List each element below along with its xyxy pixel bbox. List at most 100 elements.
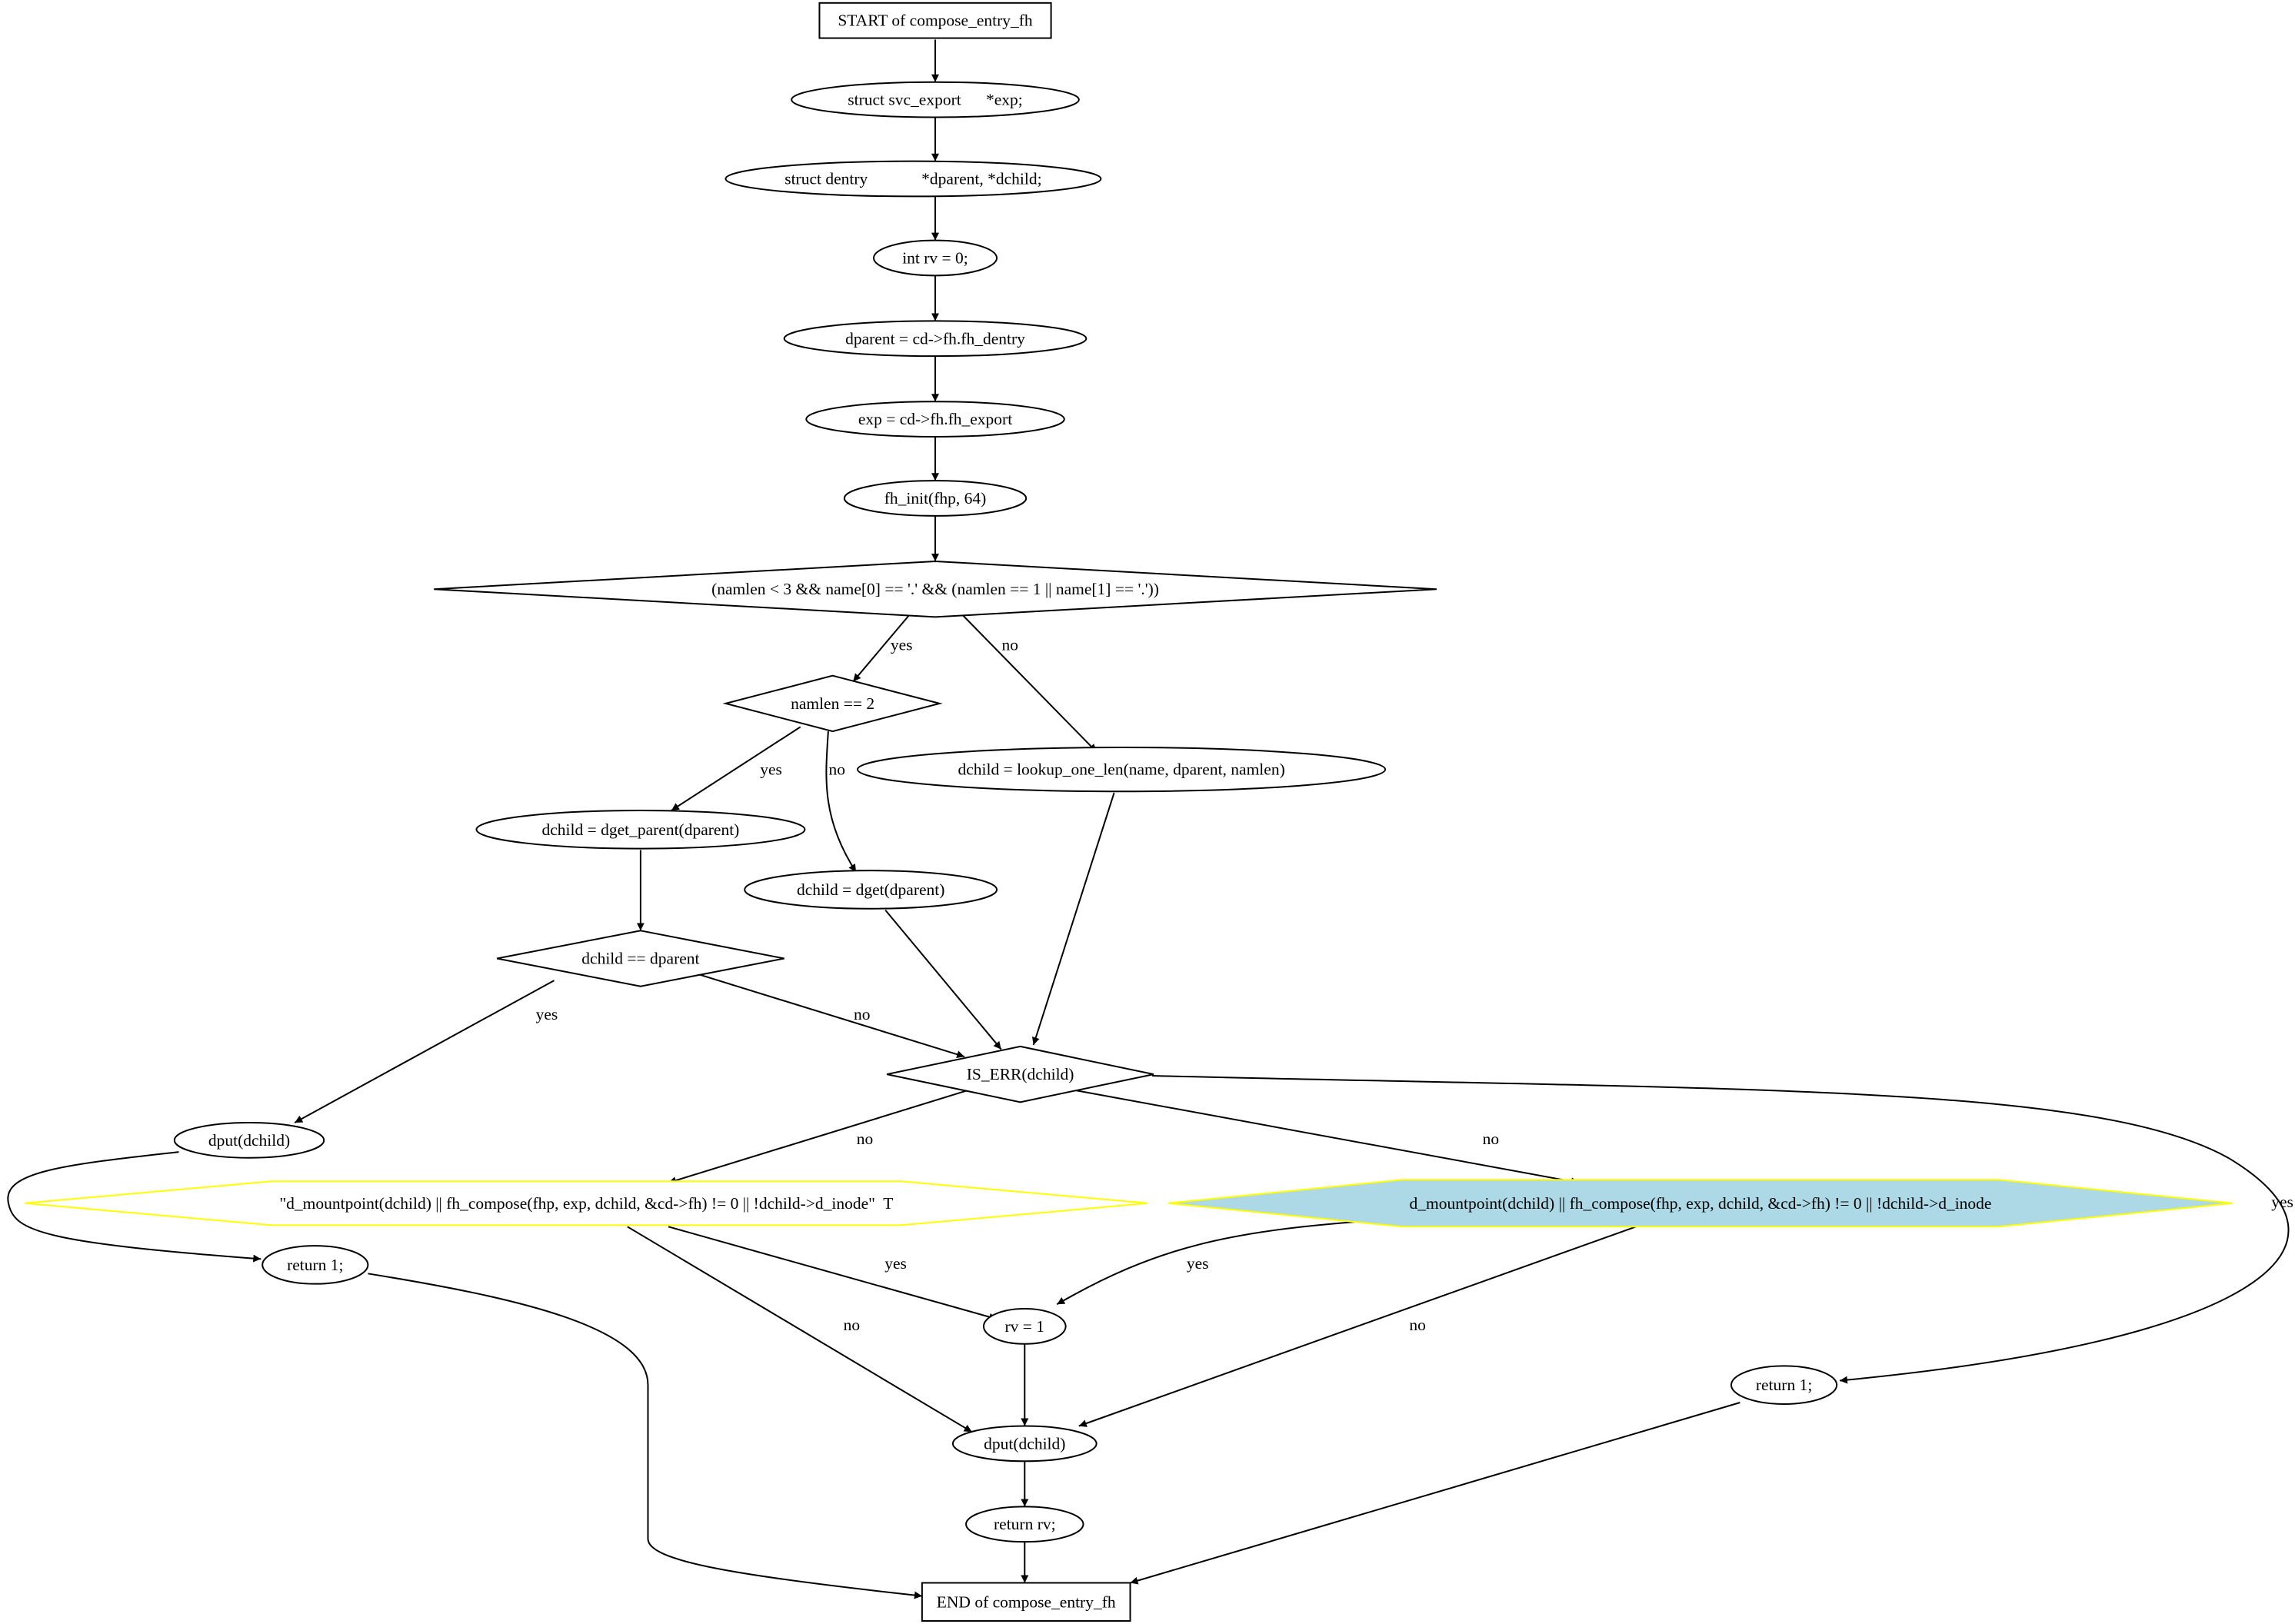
node-n-dput2: dput(dchild) [951,1425,1098,1463]
node-n-fh-init: fh_init(fhp, 64) [843,480,1028,517]
node-label: int rv = 0; [902,249,968,268]
edge-label-no: no [1001,636,1018,654]
node-label: dparent = cd->fh.fh_dentry [845,329,1025,348]
edge-label-yes: yes [891,636,913,654]
node-label: END of compose_entry_fh [937,1592,1116,1611]
node-d-dchild-eq: dchild == dparent [496,930,784,987]
diamond-shape [496,930,784,987]
node-label: dput(dchild) [208,1131,290,1150]
ellipse-shape [783,320,1088,358]
node-d-namlen2: namlen == 2 [722,674,943,733]
edge-label-yes: yes [536,1005,558,1023]
ellipse-shape [857,747,1387,793]
edge-d_namlen_dot-to-d_namlen2 [852,614,910,682]
ellipse-shape [805,401,1065,438]
ellipse-shape [173,1121,325,1159]
ellipse-shape [872,239,998,277]
node-n-exp-decl: struct svc_export *exp; [791,81,1080,118]
node-d-namlen-dot: (namlen < 3 && name[0] == '.' && (namlen… [434,560,1437,618]
hexagon-shape [1168,1179,2233,1228]
node-label: struct dentry *dparent, *dchild; [784,170,1041,188]
edge-label-no: no [844,1316,861,1334]
ellipse-shape [261,1245,369,1285]
edge-h_cond-to-n_dput2 [1078,1226,1637,1427]
ellipse-shape [965,1506,1084,1543]
edge-d_dchild_eq-to-d_is_err [694,972,965,1059]
node-start: START of compose_entry_fh [818,2,1052,39]
node-n-dput1: dput(dchild) [173,1121,325,1159]
node-label: return 1; [1756,1376,1812,1394]
edge-d_namlen_dot-to-n_lookup [962,614,1098,753]
node-n-lookup: dchild = lookup_one_len(name, dparent, n… [857,747,1387,793]
node-h-cond: d_mountpoint(dchild) || fh_compose(fhp, … [1168,1179,2233,1228]
edge-label-yes: yes [2271,1193,2293,1211]
box-shape [921,1582,1131,1622]
node-n-return1-a: return 1; [261,1245,369,1285]
edge-h_cond-to-n_rv1 [1056,1220,1370,1306]
diamond-shape [722,674,943,733]
edge-labels-layer: yes no yes no yes no no no yes yes no yes no [536,636,2293,1334]
node-n-return-rv: return rv; [965,1506,1084,1543]
hexagon-shape [25,1180,1148,1226]
diamond-shape [434,560,1437,618]
ellipse-shape [744,870,998,910]
node-label: dchild == dparent [581,950,699,968]
node-n-rv-decl: int rv = 0; [872,239,998,277]
node-d-is-err: IS_ERR(dchild) [886,1045,1154,1103]
node-label: struct svc_export *exp; [848,91,1023,109]
ellipse-shape [951,1425,1098,1463]
edge-label-no: no [1483,1130,1500,1148]
diamond-shape [886,1045,1154,1103]
edge-label-yes: yes [1187,1254,1209,1273]
node-end: END of compose_entry_fh [921,1582,1131,1622]
node-n-dget-parent: dchild = dget_parent(dparent) [475,810,806,850]
edge-n_dget-to-d_is_err [884,909,1002,1050]
edge-label-no: no [854,1005,871,1023]
node-n-exp: exp = cd->fh.fh_export [805,401,1065,438]
node-label: dchild = lookup_one_len(name, dparent, n… [958,760,1284,779]
edge-n_return1_b-to-end [1130,1402,1740,1585]
edge-d_is_err-to-n_return1_b [1152,1075,2290,1384]
edge-d_namlen2-to-n_dget [825,731,857,873]
ellipse-shape [791,81,1080,118]
edge-d_namlen2-to-n_dget_parent [671,726,801,811]
edge-n_return1_a-to-end [368,1273,923,1599]
node-label: (namlen < 3 && name[0] == '.' && (namlen… [711,580,1159,598]
edge-d_is_err-to-h_cond [1075,1090,1579,1186]
edge-label-no: no [1409,1316,1426,1334]
edge-label-no: no [829,760,846,779]
ellipse-shape [724,160,1102,198]
node-label: "d_mountpoint(dchild) || fh_compose(fhp,… [279,1194,893,1213]
node-label: fh_init(fhp, 64) [884,489,987,508]
ellipse-shape [475,810,806,850]
edge-n_lookup-to-d_is_err [1031,792,1115,1046]
node-label: return rv; [994,1515,1056,1533]
edge-h_cond_t-to-n_dput2 [627,1226,973,1433]
edge-label-yes: yes [760,760,782,779]
node-label: return 1; [287,1256,343,1274]
node-n-dparent: dparent = cd->fh.fh_dentry [783,320,1088,358]
edge-d_is_err-to-h_cond_t [668,1090,968,1184]
edges-layer [7,39,2290,1599]
node-label: dchild = dget_parent(dparent) [541,820,739,839]
node-label: dput(dchild) [984,1434,1065,1453]
ellipse-shape [843,480,1028,517]
node-n-dentry-decl: struct dentry *dparent, *dchild; [724,160,1102,198]
ellipse-shape [982,1308,1067,1345]
node-h-cond-t: "d_mountpoint(dchild) || fh_compose(fhp,… [25,1180,1148,1226]
node-label: namlen == 2 [791,694,874,713]
edge-label-yes: yes [884,1254,907,1273]
node-label: exp = cd->fh.fh_export [858,410,1012,428]
node-n-rv1: rv = 1 [982,1308,1067,1345]
edge-d_dchild_eq-to-n_dput1 [294,980,555,1123]
edge-label-no: no [857,1130,874,1148]
edge-h_cond_t-to-n_rv1 [668,1226,998,1321]
node-n-return1-b: return 1; [1730,1365,1838,1405]
node-label: START of compose_entry_fh [838,12,1033,30]
ellipse-shape [1730,1365,1838,1405]
node-label: d_mountpoint(dchild) || fh_compose(fhp, … [1410,1194,1992,1213]
node-label: dchild = dget(dparent) [797,880,944,899]
node-label: IS_ERR(dchild) [967,1065,1074,1083]
